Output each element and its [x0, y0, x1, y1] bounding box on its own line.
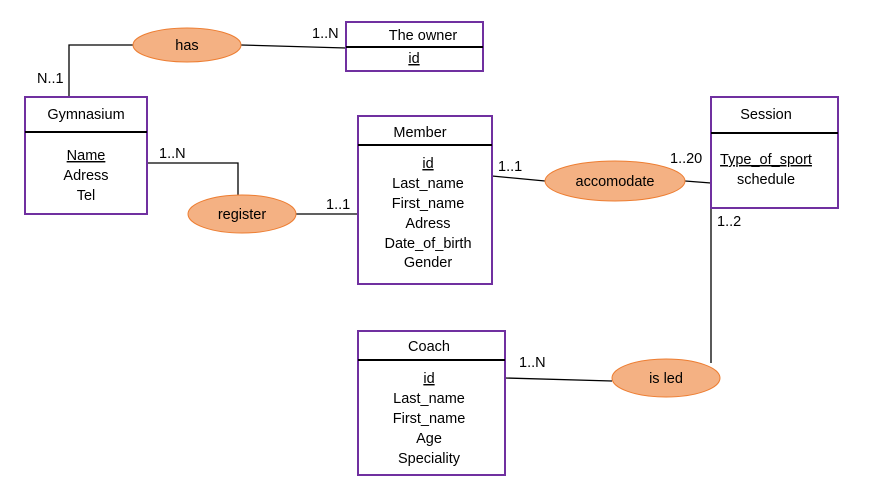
relationship-register-label: register [218, 207, 267, 223]
relationship-accomodate-label: accomodate [576, 174, 655, 190]
entity-session: Session Type_of_sport schedule [710, 96, 839, 209]
entity-session-attr-schedule: schedule [737, 172, 795, 188]
relationship-accomodate: accomodate [544, 160, 686, 202]
entity-member-title: Member [393, 125, 446, 141]
entity-gymnasium: Gymnasium Name Adress Tel [24, 96, 148, 215]
cardinality-accomodate-session: 1..20 [670, 151, 702, 167]
entity-owner-attr-id: id [408, 51, 419, 67]
entity-member-attr-adress: Adress [405, 216, 450, 232]
entity-coach-attr-last-name: Last_name [393, 391, 465, 407]
entity-member: Member id Last_name First_name Adress Da… [357, 115, 493, 285]
cardinality-has-owner: 1..N [312, 26, 339, 42]
connector-register-gymnasium [147, 162, 239, 196]
relationship-register: register [187, 194, 297, 234]
connector-has-gymnasium [68, 44, 134, 97]
relationship-is-led: is led [611, 358, 721, 398]
entity-owner-title: The owner [389, 28, 458, 44]
relationship-has: has [132, 27, 242, 63]
entity-member-attr-first-name: First_name [392, 196, 465, 212]
connector-has-owner [240, 44, 347, 49]
entity-gymnasium-attr-adress: Adress [63, 168, 108, 184]
cardinality-has-gymnasium: N..1 [37, 71, 64, 87]
cardinality-register-gymnasium: 1..N [159, 146, 186, 162]
entity-owner: The owner id [345, 21, 484, 72]
entity-coach-attr-age: Age [416, 431, 442, 447]
relationship-has-label: has [175, 38, 198, 54]
entity-gymnasium-attr-name: Name [67, 148, 106, 164]
entity-member-attr-gender: Gender [404, 255, 453, 271]
entity-coach-title: Coach [408, 339, 450, 355]
entity-coach-attr-first-name: First_name [393, 411, 466, 427]
cardinality-register-member: 1..1 [326, 197, 350, 213]
entity-gymnasium-attr-tel: Tel [77, 188, 96, 204]
entity-member-attr-id: id [422, 156, 433, 172]
connector-accomodate-member [491, 175, 546, 182]
relationship-is-led-label: is led [649, 371, 683, 387]
entity-member-attr-date-of-birth: Date_of_birth [384, 236, 471, 252]
entity-session-attr-type-of-sport: Type_of_sport [720, 152, 812, 168]
cardinality-is-led-coach: 1..N [519, 355, 546, 371]
entity-coach: Coach id Last_name First_name Age Specia… [357, 330, 506, 476]
entity-coach-attr-speciality: Speciality [398, 451, 461, 467]
cardinality-is-led-session: 1..2 [717, 214, 741, 230]
cardinality-accomodate-member: 1..1 [498, 159, 522, 175]
entity-member-attr-last-name: Last_name [392, 176, 464, 192]
connector-accomodate-session [684, 180, 712, 184]
connector-is-led-coach [504, 377, 613, 382]
entity-session-title: Session [740, 107, 792, 123]
entity-coach-attr-id: id [423, 371, 434, 387]
entity-gymnasium-title: Gymnasium [47, 107, 124, 123]
